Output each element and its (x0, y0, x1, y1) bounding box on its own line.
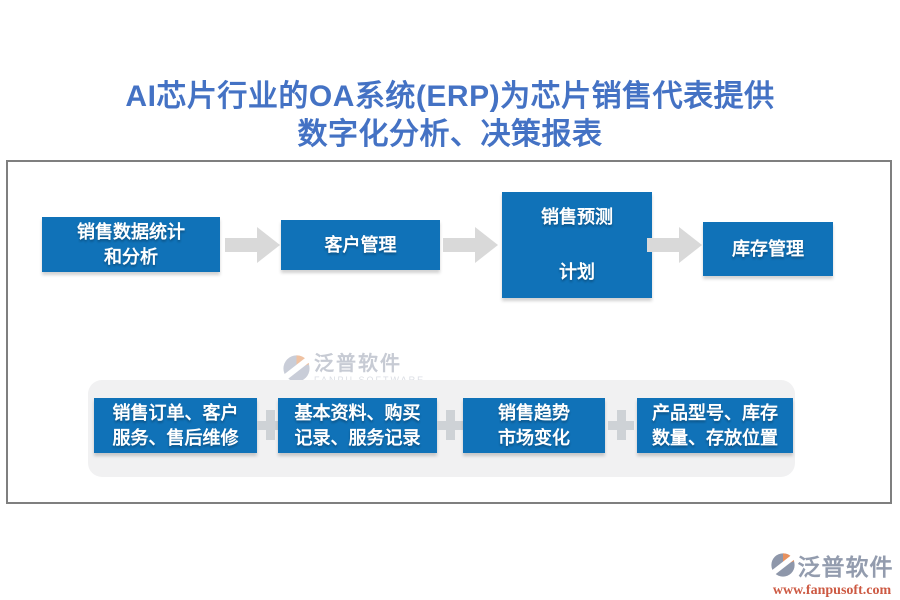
detail-item-label: 服务、售后维修 (112, 427, 239, 448)
watermark-brand: 泛普软件 (314, 353, 402, 375)
flow-step-label: 客户管理 (324, 234, 397, 255)
detail-item-profiles-records: 基本资料、购买 记录、服务记录 (278, 398, 437, 453)
flow-step-label: 销售预测 (541, 207, 613, 227)
page-title: AI芯片行业的OA系统(ERP)为芯片销售代表提供 数字化分析、决策报表 (0, 78, 900, 154)
flow-step-label: 库存管理 (732, 238, 804, 259)
footer-logo-icon (770, 551, 795, 579)
plus-icon (437, 410, 463, 440)
footer-brand: 泛普软件 (797, 554, 894, 580)
detail-item-label: 销售订单、客户 (112, 402, 239, 423)
detail-item-label: 基本资料、购买 (294, 402, 421, 423)
flow-step-inventory-mgmt: 库存管理 (703, 222, 833, 276)
detail-item-label: 记录、服务记录 (294, 427, 421, 448)
flow-step-label: 销售数据统计 (77, 221, 185, 242)
flow-step-sales-forecast: 销售预测 计划 (502, 192, 652, 298)
footer-url: www.fanpusoft.com (772, 583, 892, 598)
flow-step-label: 计划 (559, 262, 595, 282)
footer-logo: 泛普软件 www.fanpusoft.com (768, 548, 896, 599)
detail-item-label: 市场变化 (498, 427, 570, 448)
page-title-line-1: AI芯片行业的OA系统(ERP)为芯片销售代表提供 (125, 80, 775, 113)
fanpu-logo-icon (283, 353, 310, 384)
flow-arrow-icon (225, 227, 281, 263)
detail-item-label: 数量、存放位置 (652, 427, 778, 448)
detail-item-label: 产品型号、库存 (652, 402, 778, 423)
detail-item-orders-service: 销售订单、客户 服务、售后维修 (94, 398, 257, 453)
flow-step-sales-data-stats: 销售数据统计 和分析 (42, 217, 220, 272)
plus-icon (257, 410, 283, 440)
flow-arrow-icon (647, 227, 703, 263)
detail-item-trends-market: 销售趋势 市场变化 (463, 398, 605, 453)
detail-item-label: 销售趋势 (498, 402, 570, 423)
page-title-line-2: 数字化分析、决策报表 (297, 118, 603, 151)
flow-arrow-icon (443, 227, 499, 263)
detail-item-product-storage: 产品型号、库存 数量、存放位置 (637, 398, 793, 453)
flow-step-label: 和分析 (104, 246, 158, 267)
plus-icon (608, 410, 634, 440)
flow-step-customer-mgmt: 客户管理 (281, 220, 440, 270)
